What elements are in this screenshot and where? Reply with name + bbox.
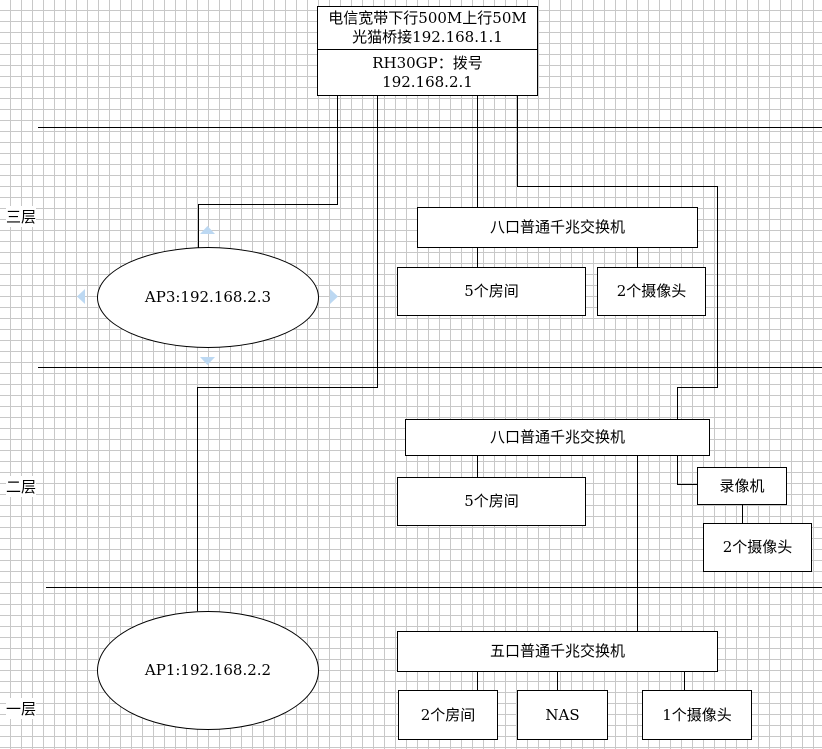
second-floor-switch[interactable]: 八口普通千兆交换机 bbox=[405, 419, 710, 456]
third-floor-rooms[interactable]: 5个房间 bbox=[397, 267, 586, 316]
link-2f-switch-recorder bbox=[677, 455, 697, 485]
first-floor-switch-label: 五口普通千兆交换机 bbox=[489, 642, 625, 661]
router-box[interactable]: RH30GP：拨号 192.168.2.1 bbox=[317, 49, 538, 96]
modem-box[interactable]: 电信宽带下行500M上行50M 光猫桥接192.168.1.1 bbox=[317, 6, 538, 50]
third-floor-rooms-label: 5个房间 bbox=[464, 282, 519, 301]
floor-label-second: 二层 bbox=[6, 476, 37, 497]
second-floor-cameras[interactable]: 2个摄像头 bbox=[703, 523, 812, 572]
nas-box[interactable]: NAS bbox=[517, 690, 608, 740]
third-floor-switch[interactable]: 八口普通千兆交换机 bbox=[417, 207, 698, 248]
recorder-label: 录像机 bbox=[719, 476, 765, 495]
first-floor-switch[interactable]: 五口普通千兆交换机 bbox=[397, 631, 718, 672]
link-router-ap1 bbox=[197, 95, 378, 611]
ap3-label: AP3:192.168.2.3 bbox=[144, 288, 272, 307]
selection-handle-top bbox=[200, 226, 215, 234]
link-router-2f-switch bbox=[517, 95, 718, 419]
third-floor-cameras[interactable]: 2个摄像头 bbox=[597, 267, 706, 316]
third-floor-switch-label: 八口普通千兆交换机 bbox=[489, 218, 625, 237]
second-floor-cameras-label: 2个摄像头 bbox=[722, 538, 793, 557]
first-floor-camera[interactable]: 1个摄像头 bbox=[642, 690, 752, 740]
second-floor-rooms[interactable]: 5个房间 bbox=[397, 477, 586, 526]
selection-handle-bottom bbox=[200, 357, 215, 365]
ap1-node[interactable]: AP1:192.168.2.2 bbox=[97, 611, 319, 730]
first-floor-camera-label: 1个摄像头 bbox=[662, 705, 732, 724]
first-floor-rooms-label: 2个房间 bbox=[420, 705, 476, 724]
link-router-ap3 bbox=[198, 95, 338, 248]
recorder-box[interactable]: 录像机 bbox=[697, 467, 787, 505]
third-floor-cameras-label: 2个摄像头 bbox=[616, 282, 687, 301]
modem-line1: 电信宽带下行500M上行50M bbox=[328, 9, 527, 28]
second-floor-rooms-label: 5个房间 bbox=[464, 492, 519, 511]
nas-label: NAS bbox=[545, 705, 580, 724]
floor-label-third: 三层 bbox=[6, 206, 37, 227]
ap1-label: AP1:192.168.2.2 bbox=[144, 661, 272, 680]
modem-line2: 光猫桥接192.168.1.1 bbox=[352, 28, 503, 46]
router-line2: 192.168.2.1 bbox=[382, 72, 473, 91]
selection-handle-left bbox=[77, 289, 85, 304]
second-floor-switch-label: 八口普通千兆交换机 bbox=[489, 428, 625, 447]
ap3-node[interactable]: AP3:192.168.2.3 bbox=[97, 247, 319, 348]
router-line1: RH30GP：拨号 bbox=[372, 53, 483, 72]
selection-handle-right bbox=[330, 289, 338, 304]
floor-label-first: 一层 bbox=[6, 698, 37, 719]
first-floor-rooms[interactable]: 2个房间 bbox=[398, 690, 498, 740]
